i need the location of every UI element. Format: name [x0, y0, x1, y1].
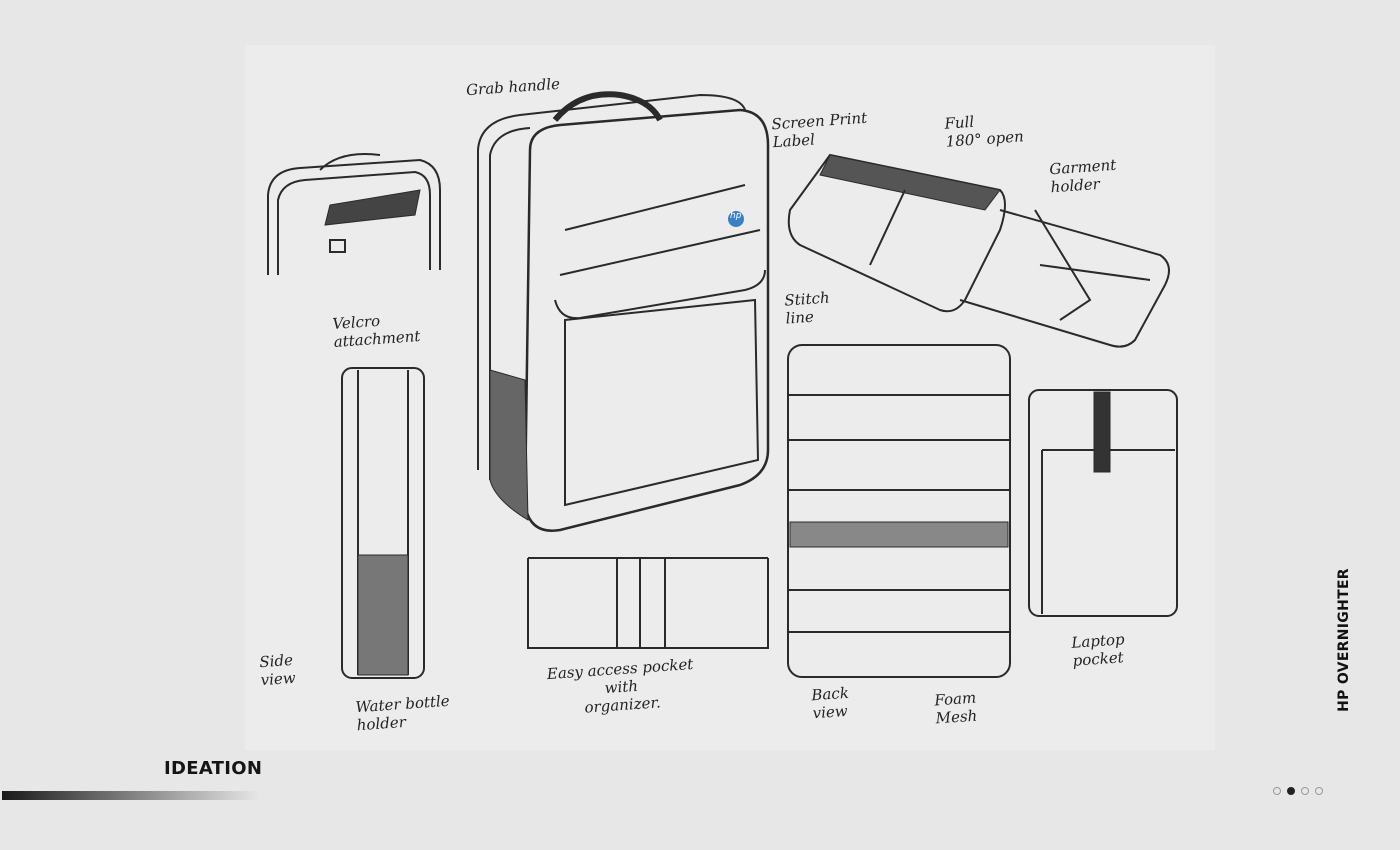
top-view-sketch: [267, 153, 441, 275]
note-foam-mesh: Foam Mesh: [933, 688, 978, 728]
slide-pagination: [1273, 787, 1323, 795]
front-view-sketch: [477, 91, 770, 532]
page-dot-4[interactable]: [1315, 787, 1323, 795]
hp-logo: hp: [730, 211, 742, 221]
note-side-view: Side view: [258, 650, 297, 690]
back-view-sketch: [787, 344, 1011, 678]
project-title: HP OVERNIGHTER: [1336, 568, 1352, 712]
note-garment-holder: Garment holder: [1048, 155, 1117, 197]
note-easy-access-pocket: Easy access pocket with organizer.: [546, 654, 694, 717]
note-full-open: Full 180° open: [943, 112, 1025, 151]
note-back-view: Back view: [810, 683, 850, 723]
page-dot-2-active[interactable]: [1287, 787, 1295, 795]
page-dot-1[interactable]: [1273, 787, 1281, 795]
section-title: IDEATION: [164, 758, 263, 779]
note-velcro-attachment: Velcro attachment: [331, 311, 421, 351]
note-stitch-line: Stitch line: [783, 288, 831, 328]
side-view-sketch: [341, 367, 425, 679]
note-water-bottle-holder: Water bottle holder: [354, 691, 451, 735]
progress-gradient-bar: [2, 791, 260, 800]
note-laptop-pocket: Laptop pocket: [1070, 630, 1126, 670]
page-dot-3[interactable]: [1301, 787, 1309, 795]
laptop-pocket-sketch: [1028, 389, 1178, 617]
organizer-sketch: [527, 557, 769, 649]
note-screen-print-label: Screen Print Label: [770, 108, 868, 152]
open-view-sketch: [787, 153, 1170, 348]
